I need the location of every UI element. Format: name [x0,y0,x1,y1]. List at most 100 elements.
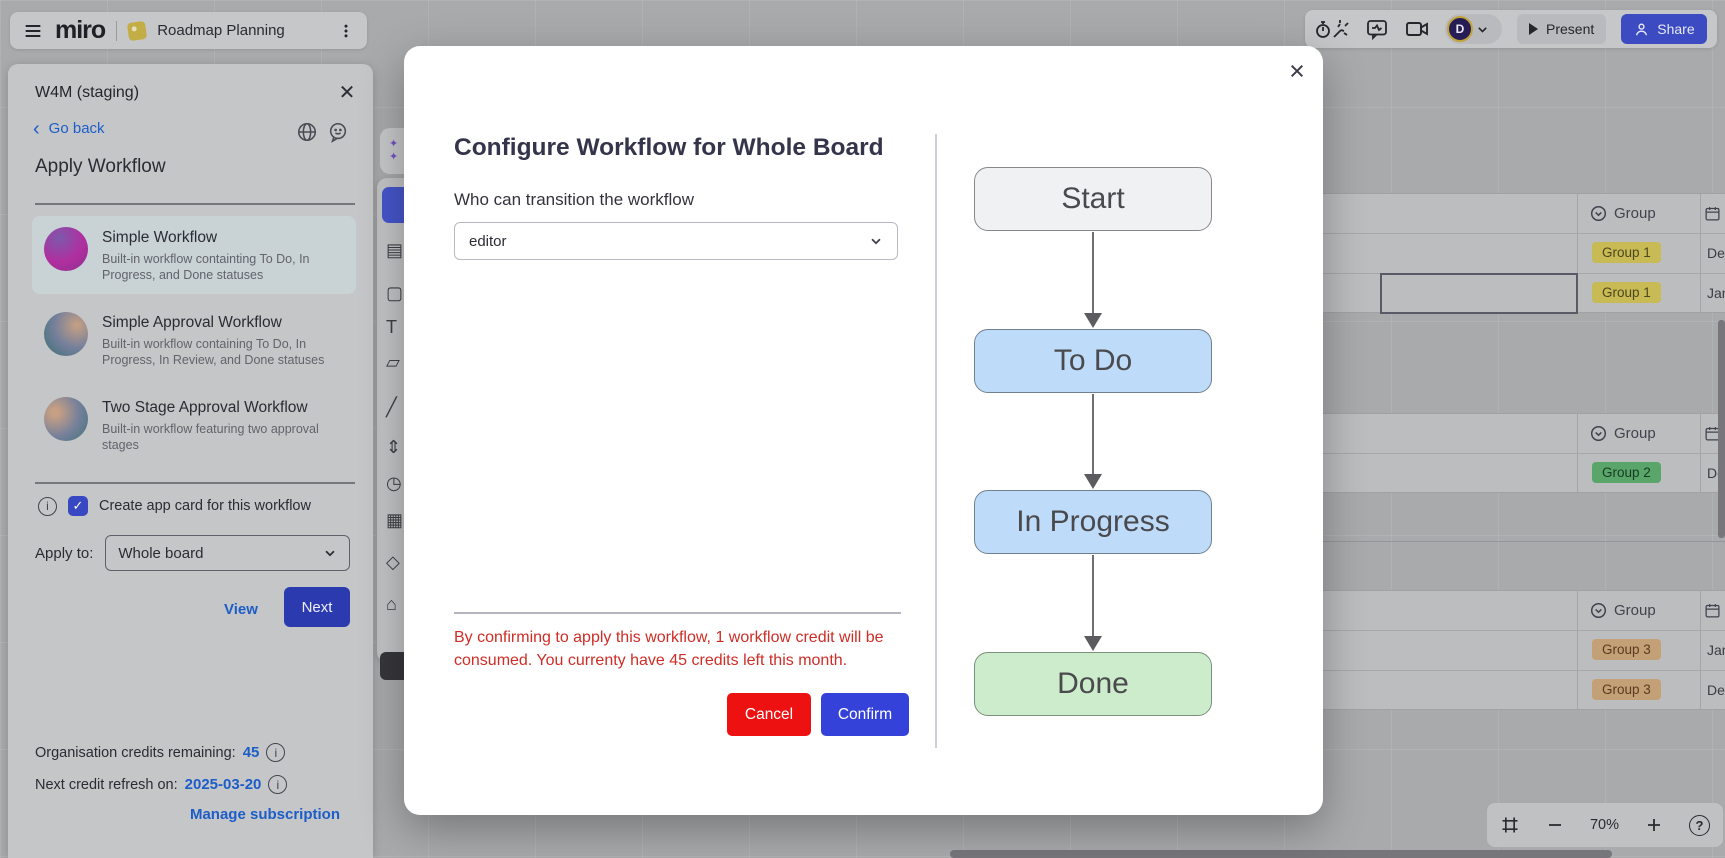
workflow-description: Built-in workflow featuring two approval… [102,422,319,452]
flow-step-done: Done [974,652,1212,716]
apply-to-label: Apply to: [35,544,94,562]
toolbar-icon[interactable]: ◷ [386,473,402,493]
group-badge[interactable]: Group 1 [1592,282,1661,303]
share-button[interactable]: Share [1621,14,1707,44]
transition-label: Who can transition the workflow [454,190,694,209]
zoom-controls: 70% ? [1487,803,1723,847]
group-column-icon [1590,205,1607,222]
toolbar-icon[interactable]: T [386,317,397,337]
user-menu[interactable]: D [1445,14,1502,44]
reactions-timer-icon[interactable] [1314,17,1350,41]
sparkle-icon: ✦ [389,138,399,150]
sparkle-icon: ✦ [389,151,399,163]
zoom-out-button[interactable] [1546,816,1564,834]
present-button[interactable]: Present [1517,14,1607,44]
date-cell: Jan [1707,642,1725,658]
refresh-label: Next credit refresh on: [35,776,178,793]
table-row: Group 3 Jan [1280,630,1725,670]
group-column-header: Group [1614,602,1656,619]
flow-arrow [1084,232,1102,328]
credits-label: Organisation credits remaining: [35,744,236,761]
checkbox-label: Create app card for this workflow [99,498,311,514]
confirm-button[interactable]: Confirm [821,693,909,736]
toolbar-icon[interactable]: ▢ [386,283,404,303]
toolbar-icon[interactable]: ◇ [386,552,400,572]
table-row: Group 1 De [1280,233,1725,273]
group-badge[interactable]: Group 3 [1592,679,1661,700]
main-menu-icon[interactable] [22,20,44,42]
info-icon[interactable]: i [38,496,57,516]
go-back-link[interactable]: ‹ Go back [33,117,105,140]
flow-step-in-progress: In Progress [974,490,1212,554]
app-header-left: miro Roadmap Planning [10,12,367,49]
frame-edge-line [1280,541,1725,542]
toolbar-icon[interactable]: ▱ [386,352,400,372]
create-app-card-checkbox[interactable]: ✓ [68,496,88,516]
vertical-scrollbar[interactable] [1718,320,1725,538]
zoom-level[interactable]: 70% [1589,817,1619,833]
table-row: Group 2 De [1280,453,1725,493]
group-column-header: Group [1614,425,1656,442]
workflow-item-two-stage-approval[interactable]: Two Stage Approval Workflow Built-in wor… [32,386,356,464]
divider [35,203,355,205]
board-table-2: Group Group 2 De [1280,413,1725,493]
next-button[interactable]: Next [284,587,350,627]
chevron-down-icon [871,238,881,245]
divider [35,482,355,484]
creation-toolbar[interactable]: ▤ ▢ T ▱ ╱ ⇕ ◷ ▦ ◇ ⌂ [377,178,404,662]
zoom-in-button[interactable] [1645,816,1663,834]
feedback-icon[interactable] [327,121,349,143]
toolbar-icon[interactable]: ⇕ [386,437,402,457]
view-button[interactable]: View [213,592,269,626]
language-globe-icon[interactable] [296,121,318,143]
toolbar-icon[interactable]: ⌂ [386,594,397,614]
transition-select[interactable]: editor [454,222,898,260]
chevron-left-icon: ‹ [33,117,40,140]
board-table-1: Group Group 1 De Group 1 Jan [1280,193,1725,314]
group-badge[interactable]: Group 1 [1592,242,1661,263]
info-icon[interactable]: i [266,743,286,762]
help-icon[interactable]: ? [1688,814,1710,836]
credits-value: 45 [242,744,260,761]
app-header-right: D Present Share [1305,10,1717,48]
app-card-option-row: i ✓ Create app card for this workflow [38,496,311,516]
workflow-gradient-icon [44,312,88,356]
video-chat-icon[interactable] [1404,17,1430,41]
selected-tool[interactable] [382,187,404,223]
toolbar-more[interactable] [380,652,404,680]
workflow-item-simple-approval[interactable]: Simple Approval Workflow Built-in workfl… [32,301,356,379]
avatar[interactable]: D [1447,16,1473,42]
chevron-down-icon [1478,26,1487,33]
fit-to-screen-icon[interactable] [1500,815,1520,835]
workflow-item-simple[interactable]: Simple Workflow Built-in workflow contai… [32,216,356,294]
manage-subscription-link[interactable]: Manage subscription [8,806,340,823]
toolbar-icon[interactable]: ▦ [386,510,404,530]
toolbar-icon[interactable]: ▤ [386,240,404,260]
apply-to-select[interactable]: Whole board [105,535,350,571]
board-table-3: Group Group 3 Jan Group 3 De [1280,590,1725,710]
toolbar-icon[interactable]: ╱ [386,397,397,417]
board-emoji-icon [127,20,148,41]
play-icon [1529,23,1538,35]
header-divider [116,20,118,41]
apply-workflow-panel: W4M (staging) ✕ ‹ Go back Apply Workflow… [8,64,373,858]
cancel-button[interactable]: Cancel [727,693,811,736]
comments-feed-icon[interactable] [1365,17,1389,41]
board-title[interactable]: Roadmap Planning [157,22,285,39]
credit-refresh-row: Next credit refresh on: 2025-03-20 i [35,775,288,794]
info-icon[interactable]: i [268,775,288,794]
group-column-icon [1590,602,1607,619]
workflow-gradient-icon [44,397,88,441]
board-options-kebab-icon[interactable] [337,21,355,41]
miro-logo[interactable]: miro [55,16,106,44]
calendar-column-icon [1704,602,1721,619]
horizontal-scrollbar[interactable] [950,850,1612,858]
table-header-row: Group [1280,414,1725,453]
ai-tools-panel[interactable]: ✦✦ [380,128,404,174]
workflow-description: Built-in workflow containting To Do, In … [102,252,310,282]
group-badge[interactable]: Group 3 [1592,639,1661,660]
close-icon[interactable]: × [1280,54,1314,88]
group-badge[interactable]: Group 2 [1592,462,1661,483]
close-icon[interactable]: ✕ [334,80,360,106]
